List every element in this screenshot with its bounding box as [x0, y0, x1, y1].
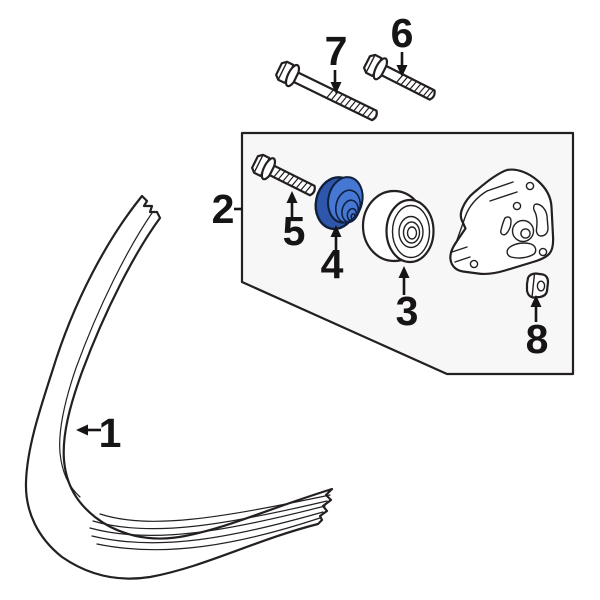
bracket-cutout	[506, 242, 537, 259]
callout-3-label: 3	[396, 288, 419, 334]
bracket-cutout	[500, 216, 512, 236]
bracket-boss	[511, 219, 535, 243]
medium-bolt	[362, 53, 436, 101]
idler-pulley	[361, 189, 435, 264]
belt-rib	[99, 494, 331, 522]
callout-1-label: 1	[99, 410, 122, 456]
long-bolt	[275, 60, 378, 122]
belt-rib	[96, 517, 321, 551]
callout-2-label: 2	[212, 186, 235, 232]
callout-4: 4	[321, 225, 344, 287]
callout-5-label: 5	[283, 208, 306, 254]
callout-6-label: 6	[391, 10, 414, 56]
short-bolt	[250, 153, 316, 197]
belt-rib	[92, 500, 328, 530]
belt-rib	[91, 511, 324, 544]
callout-7: 7	[325, 28, 348, 94]
callout-3: 3	[396, 266, 419, 334]
highlighted-pulley-cover	[314, 176, 364, 231]
callout-8-label: 8	[526, 316, 549, 362]
callout-7-label: 7	[325, 28, 348, 74]
callout-4-label: 4	[321, 241, 344, 287]
bracket-hole	[538, 247, 548, 257]
bracket-boss-hole	[520, 228, 531, 239]
bracket-hole	[512, 201, 522, 211]
callout-5: 5	[283, 191, 306, 254]
callout-8: 8	[526, 295, 549, 362]
callout-2: 2	[212, 186, 242, 232]
bracket-hole	[469, 259, 479, 269]
drive-belt	[24, 194, 334, 580]
belt-edge-line	[59, 212, 153, 498]
tensioner-bracket	[449, 168, 555, 275]
hex-nut	[525, 272, 550, 299]
belt-rib	[89, 505, 326, 537]
bracket-hole	[525, 181, 535, 191]
callout-1: 1	[76, 410, 121, 456]
callout-6: 6	[391, 10, 414, 77]
bracket-cutout	[532, 203, 549, 237]
